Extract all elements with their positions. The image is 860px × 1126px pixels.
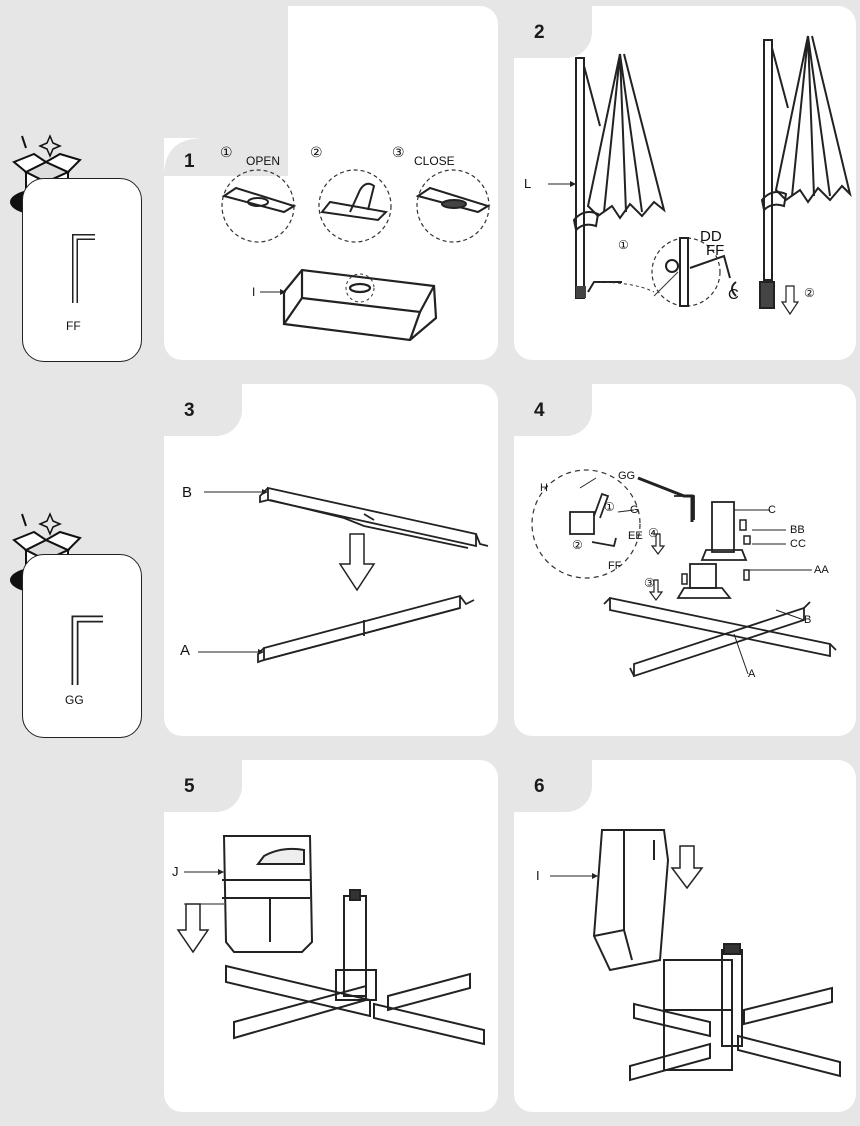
step-number: 2 <box>534 22 545 43</box>
step-3-panel: 3 B A <box>164 384 498 736</box>
part-label-l: L <box>524 176 532 191</box>
step-number: 1 <box>184 151 195 172</box>
step-4-illustration <box>531 469 837 678</box>
sub-step-marker: ① <box>618 238 629 252</box>
step-6-panel: 6 I <box>514 760 856 1112</box>
sub-step-marker: ③ <box>392 144 405 160</box>
part-label-a: A <box>180 642 191 659</box>
part-label-i: I <box>536 868 540 883</box>
part-label-b: B <box>804 614 812 626</box>
sub-step-marker: ① <box>220 144 233 160</box>
hardware-pack-label: FF <box>66 319 81 333</box>
part-label-j: J <box>172 864 179 879</box>
part-label-c: C <box>768 504 776 516</box>
allen-key-icon <box>71 615 103 685</box>
part-label-ff: FF <box>706 242 725 259</box>
part-label-h: H <box>540 482 548 494</box>
sub-step-marker: ④ <box>648 526 659 540</box>
step-5-panel: 5 J <box>164 760 498 1112</box>
hardware-pack-label: GG <box>65 693 84 707</box>
sub-step-marker: ① <box>604 500 615 514</box>
step-4-panel: 4 GG H G EE FF C BB CC AA B A ① ② ③ ④ <box>514 384 856 736</box>
step-2-illustration <box>548 35 852 316</box>
part-label-b: B <box>182 484 193 501</box>
step-1-illustration <box>164 6 491 342</box>
part-label-cc: CC <box>790 538 806 550</box>
step-number: 4 <box>534 400 545 421</box>
step-1-panel: 1 ① ② ③ OPEN CLOSE I <box>164 6 498 360</box>
open-state-label: OPEN <box>246 154 281 168</box>
part-label-g: G <box>630 504 639 516</box>
part-label-ff: FF <box>608 560 622 572</box>
step-5-illustration <box>176 835 485 1046</box>
allen-key-icon <box>72 234 95 303</box>
part-label-bb: BB <box>790 524 805 536</box>
sub-step-marker: ③ <box>644 576 655 590</box>
sub-step-marker: ② <box>572 538 583 552</box>
step-number: 5 <box>184 776 195 797</box>
part-label-a: A <box>748 668 756 680</box>
hardware-pack-ff: FF <box>22 178 142 362</box>
sub-step-marker: ② <box>804 286 815 300</box>
step-6-illustration <box>550 829 841 1082</box>
part-label-c: C <box>728 286 739 303</box>
part-label-i: I <box>252 285 256 299</box>
part-label-ee: EE <box>628 530 643 542</box>
step-number: 6 <box>534 776 545 797</box>
part-label-gg: GG <box>618 470 636 482</box>
part-label-aa: AA <box>814 564 829 576</box>
step-number: 3 <box>184 400 195 421</box>
step-2-panel: 2 L DD FF C ① ② <box>514 6 856 360</box>
close-state-label: CLOSE <box>414 154 455 168</box>
sub-step-marker: ② <box>310 144 323 160</box>
step-3-illustration <box>198 486 489 664</box>
part-label-dd: DD <box>700 228 722 245</box>
hardware-pack-gg: GG <box>22 554 142 738</box>
